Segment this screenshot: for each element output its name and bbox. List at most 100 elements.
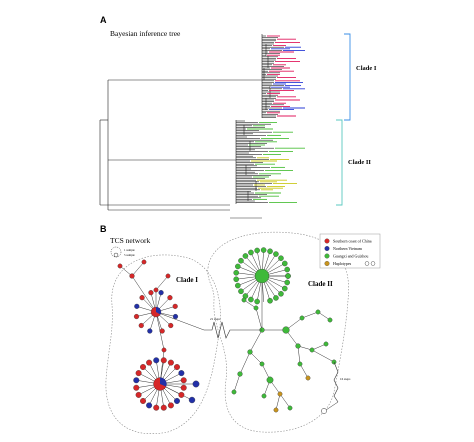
haplotype-node [129,273,135,279]
scale-circle-large [110,246,122,258]
panel-a-letter: A [100,15,107,25]
hub-node-blue-sector [156,307,161,315]
haplotype-node [295,343,301,349]
haplotype-node [167,359,174,366]
network-edge [243,299,257,309]
network-edge [279,393,291,409]
haplotype-node [153,404,160,411]
haplotype-node [254,298,260,305]
haplotype-node [172,313,179,320]
haplotype-node [233,269,239,276]
haplotype-node [253,305,259,311]
haplotype-node [160,357,167,364]
haplotype-node [260,247,267,253]
network-edge [155,275,169,291]
haplotype-node [278,255,284,261]
network-edge [317,311,331,321]
haplotype-node [180,384,187,391]
haplotype-node [146,402,153,409]
haplotype-node [159,328,165,334]
haplotype-node [133,384,140,391]
hub-node [254,268,270,284]
network-edge [311,343,327,351]
haplotype-node [247,349,253,355]
haplotype-node [173,364,180,371]
hub-node-blue-sector [160,377,167,387]
inter-clade-bridge [204,321,262,339]
haplotype-node [138,322,144,329]
haplotype-node [133,313,140,320]
haplotype-node [241,297,247,303]
panel-b-letter: B [100,224,107,234]
haplotype-node [233,276,239,283]
legend-label: Northern Vietnam [333,246,363,251]
haplotype-node [153,287,159,293]
haplotype-node [192,380,200,388]
haplotype-node [167,295,173,301]
haplotype-node [139,295,145,301]
legend-swatch [324,246,330,251]
haplotype-node [178,370,185,377]
legend-haplotype-circle [364,261,370,266]
network-edge [119,265,133,277]
haplotype-node [117,263,123,269]
haplotype-node [140,364,147,371]
haplotype-node [284,279,290,286]
haplotype-node [277,391,283,397]
haplotype-node [261,393,267,399]
haplotype-node [178,391,185,398]
haplotype-node [235,282,241,289]
scale-top-label: 1 sample [124,248,135,252]
legend-label: Haplotypes [333,261,352,266]
network-edge [239,351,251,375]
haplotype-node [285,273,291,279]
network-edge [255,307,263,331]
bridge-label-bottom: 16 steps [340,377,351,381]
haplotype-node [259,361,265,367]
network-nodes [117,247,337,413]
clade-1-outline [105,254,221,434]
haplotype-node [231,389,237,395]
haplotype-node [282,326,290,334]
haplotype-node [238,288,244,295]
legend-box [319,233,381,269]
haplotype-node [273,407,279,413]
haplotype-node [273,251,279,257]
outgroup-chain [333,361,339,403]
haplotype-node [242,253,249,259]
haplotype-node [146,359,153,366]
network-clade-2-label: Clade II [308,280,333,288]
haplotype-node [266,376,274,384]
haplotype-node [248,296,254,303]
haplotype-node [235,263,241,270]
haplotype-node [168,322,174,329]
haplotype-node [282,260,288,267]
haplotype-node [141,259,147,265]
network-clade-1-label: Clade I [176,276,198,284]
panel-a: A Bayesian inference tree Clade I Clade … [99,15,377,219]
haplotype-node [237,371,243,377]
haplotype-node [267,248,273,255]
haplotype-node [299,315,305,321]
network-edge [155,311,205,331]
legend-label: Guangxi and Guizhou [333,253,368,258]
haplotype-node [267,297,273,304]
network-edge [301,311,319,319]
haplotype-node [284,266,290,273]
haplotype-node [278,291,284,297]
haplotype-node [160,404,167,411]
haplotype-node [282,285,288,292]
network-edge [297,345,301,365]
network-edge [275,393,281,411]
haplotype-node [172,303,178,309]
haplotype-node [327,317,333,323]
network-edge [311,349,335,363]
haplotype-node [188,396,196,404]
network-edge [299,363,309,379]
haplotype-node [133,377,140,384]
phylogenetic-tree [99,34,284,211]
haplotype-node [167,402,174,409]
haplotype-node [287,405,293,411]
network-edge [249,329,263,353]
